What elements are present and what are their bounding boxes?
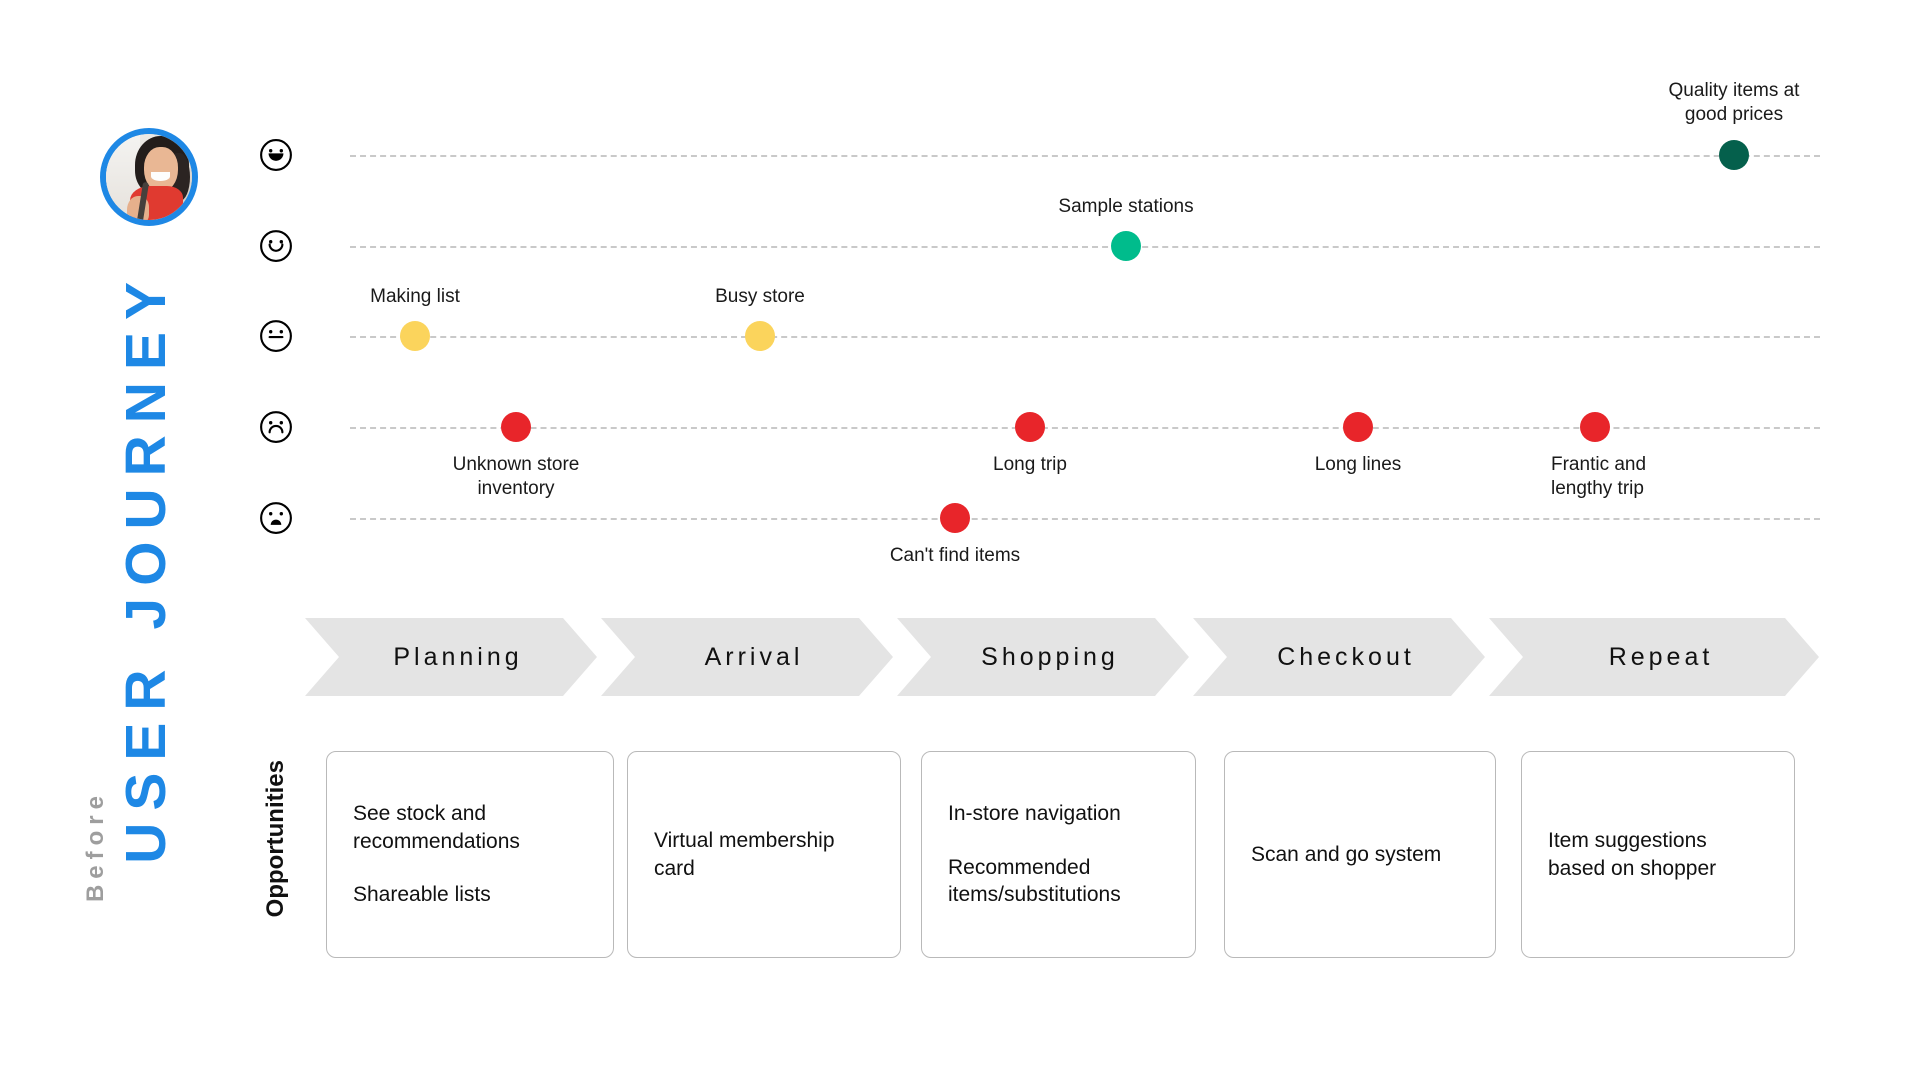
journey-point-label: Long trip [993,454,1067,475]
phase-chevron-arrival[interactable]: Arrival [601,618,893,696]
journey-point-dot[interactable] [1719,140,1749,170]
opportunities-label: Opportunities [262,760,289,918]
phase-chevron-shopping[interactable]: Shopping [897,618,1189,696]
journey-point-dot[interactable] [400,321,430,351]
gridline-very-sad [350,518,1820,520]
phase-chevron-checkout[interactable]: Checkout [1193,618,1485,696]
opportunity-item: Shareable lists [353,883,491,907]
journey-point-dot[interactable] [501,412,531,442]
opportunity-item: Virtual membership card [654,828,835,880]
neutral-face-icon [259,319,293,353]
gridline-sad [350,427,1820,429]
opportunity-item: In-store navigation [948,801,1121,825]
persona-avatar [100,128,198,226]
gridline-happy [350,246,1820,248]
phase-label: Repeat [1608,642,1714,671]
smile-face-icon [259,229,293,263]
journey-point-dot[interactable] [745,321,775,351]
journey-point-label: Frantic and lengthy trip [1551,454,1647,500]
journey-point-label: Unknown store inventory [452,454,580,500]
journey-point-label: Quality items at good prices [1668,80,1800,126]
gridline-very-happy [350,155,1820,157]
journey-point-label: Making list [370,286,460,307]
phase-label: Planning [393,642,523,671]
journey-point-dot[interactable] [940,503,970,533]
phase-chevron-planning[interactable]: Planning [305,618,597,696]
opportunity-card-arrival[interactable]: Virtual membership card [627,751,901,958]
journey-point-label: Busy store [715,286,805,307]
page-title: USER JOURNEY [114,270,178,864]
grin-face-icon [259,138,293,172]
avatar-photo [106,134,192,220]
phase-label: Shopping [981,642,1119,671]
journey-point-dot[interactable] [1015,412,1045,442]
opportunity-item: Recommended items/substitutions [948,855,1121,907]
journey-point-label: Sample stations [1058,196,1194,217]
opportunity-card-checkout[interactable]: Scan and go system [1224,751,1496,958]
journey-point-dot[interactable] [1580,412,1610,442]
very-sad-face-icon [259,501,293,535]
journey-point-dot[interactable] [1111,231,1141,261]
journey-point-label: Long lines [1314,454,1402,475]
journey-point-label: Can't find items [889,545,1021,566]
gridline-neutral [350,336,1820,338]
phase-chevron-repeat[interactable]: Repeat [1489,618,1819,696]
opportunity-item: Item suggestions based on shopper [1548,828,1717,880]
journey-point-dot[interactable] [1343,412,1373,442]
opportunity-item: See stock and recommendations [353,801,520,853]
frown-face-icon [259,410,293,444]
opportunity-item: Scan and go system [1251,842,1442,866]
phase-label: Arrival [704,642,804,671]
phase-state-label: Before [82,790,109,903]
opportunity-card-repeat[interactable]: Item suggestions based on shopper [1521,751,1795,958]
phase-label: Checkout [1277,642,1415,671]
